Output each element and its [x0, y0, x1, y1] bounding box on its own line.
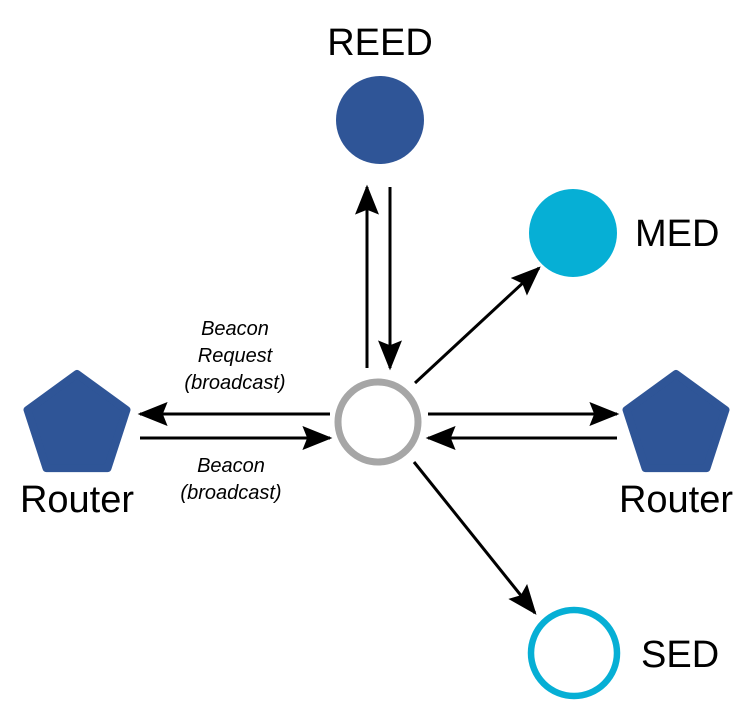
edges-layer	[137, 184, 620, 615]
beacon-label: Beacon(broadcast)	[180, 455, 281, 504]
node-joiner	[334, 378, 422, 466]
node-sed: SED	[527, 606, 719, 700]
node-shape-sed	[527, 606, 621, 700]
node-label-router-right: Router	[619, 479, 733, 521]
node-shape-router-right	[622, 370, 730, 473]
node-shape-joiner	[334, 378, 422, 466]
edge-joiner-to-med	[413, 266, 541, 385]
node-router-left: Router	[20, 370, 134, 521]
node-label-reed: REED	[327, 22, 433, 64]
node-reed: REED	[327, 22, 433, 164]
node-label-med: MED	[635, 213, 719, 255]
node-router-right: Router	[619, 370, 733, 521]
node-shape-reed	[336, 76, 424, 164]
node-shape-router-left	[23, 370, 131, 473]
node-label-sed: SED	[641, 634, 719, 676]
node-label-router-left: Router	[20, 479, 134, 521]
edge-joiner-to-sed	[412, 461, 537, 615]
nodes-layer: REED MED SED Router Router	[20, 22, 733, 700]
node-med: MED	[529, 189, 719, 277]
node-shape-med	[529, 189, 617, 277]
